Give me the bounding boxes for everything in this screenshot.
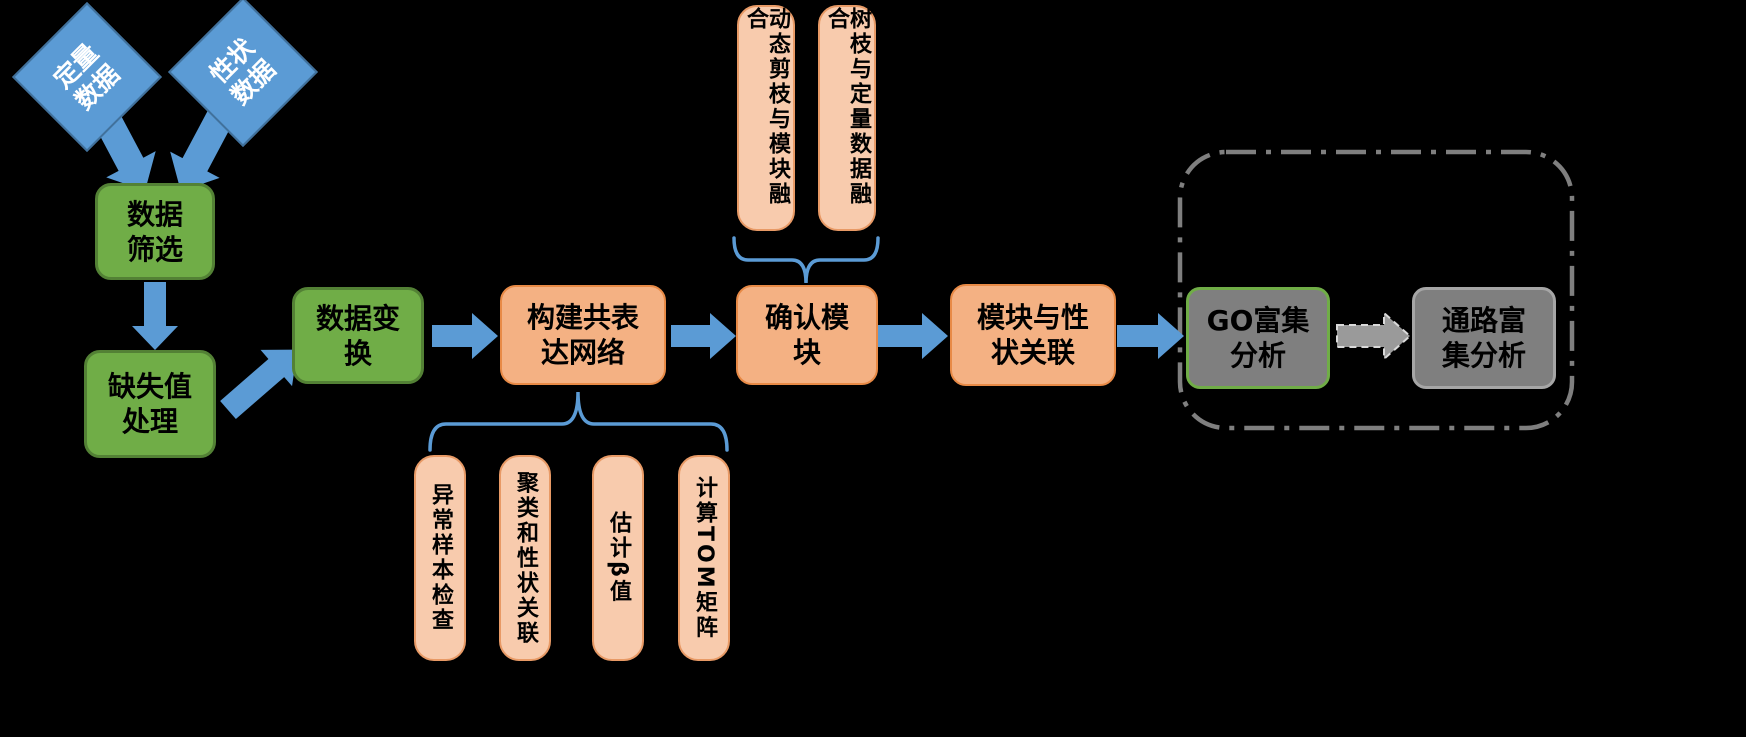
detail-dynamic-tree-cut: 动态剪枝与模块融合 <box>737 5 795 231</box>
node-data-filter-label: 数据筛选 <box>126 197 183 266</box>
node-confirm-modules: 确认模块 <box>736 285 878 385</box>
arrow-trait-to-filter <box>170 103 237 192</box>
enrichment-group-outline <box>1177 149 1575 431</box>
arrow-moduletrait-to-go <box>1117 313 1184 359</box>
detail-dynamic-tree-cut-label: 动态剪枝与模块融合 <box>743 7 790 207</box>
arrow-filter-to-missing <box>132 282 178 350</box>
node-missing-value: 缺失值处理 <box>84 350 216 458</box>
node-module-trait-association: 模块与性状关联 <box>950 284 1116 386</box>
node-data-filter: 数据筛选 <box>95 183 215 280</box>
node-confirm-modules-label: 确认模块 <box>764 301 849 369</box>
node-go-enrichment-label: GO富集分析 <box>1206 304 1310 372</box>
node-build-network: 构建共表达网络 <box>500 285 666 385</box>
source-quantitative-label: 定量数据 <box>48 38 126 116</box>
detail-cluster-trait-association-label: 聚类和性状关联 <box>513 470 538 646</box>
detail-outlier-sample-check-label: 异常样本检查 <box>428 483 453 633</box>
detail-estimate-beta: 估计β值 <box>592 455 644 661</box>
detail-outlier-sample-check: 异常样本检查 <box>414 455 466 661</box>
node-data-transform-label: 数据变换 <box>315 301 400 370</box>
brace-network-detail <box>428 391 729 452</box>
detail-compute-tom-label: 计算TOM矩阵 <box>692 475 717 641</box>
arrow-transform-to-network <box>432 313 498 359</box>
detail-cluster-trait-association: 聚类和性状关联 <box>499 455 551 661</box>
node-data-transform: 数据变换 <box>292 287 424 384</box>
node-module-trait-label: 模块与性状关联 <box>976 301 1089 369</box>
source-trait-label: 性状数据 <box>204 33 282 111</box>
node-missing-value-label: 缺失值处理 <box>107 370 192 438</box>
arrow-go-to-pathway <box>1336 310 1412 362</box>
node-build-network-label: 构建共表达网络 <box>526 301 639 369</box>
arrow-missing-to-transform <box>220 349 298 420</box>
detail-branch-quant-merge-label: 树枝与定量数据融合 <box>824 7 871 207</box>
node-pathway-enrichment: 通路富集分析 <box>1412 287 1556 389</box>
node-go-enrichment: GO富集分析 <box>1186 287 1330 389</box>
arrow-modules-to-moduletrait <box>878 313 948 359</box>
detail-compute-tom: 计算TOM矩阵 <box>678 455 730 661</box>
brace-module-detail <box>732 236 880 284</box>
arrow-network-to-modules <box>671 313 736 359</box>
detail-estimate-beta-label: 估计β值 <box>606 511 631 605</box>
node-pathway-enrichment-label: 通路富集分析 <box>1441 304 1526 372</box>
detail-branch-quant-merge: 树枝与定量数据融合 <box>818 5 876 231</box>
